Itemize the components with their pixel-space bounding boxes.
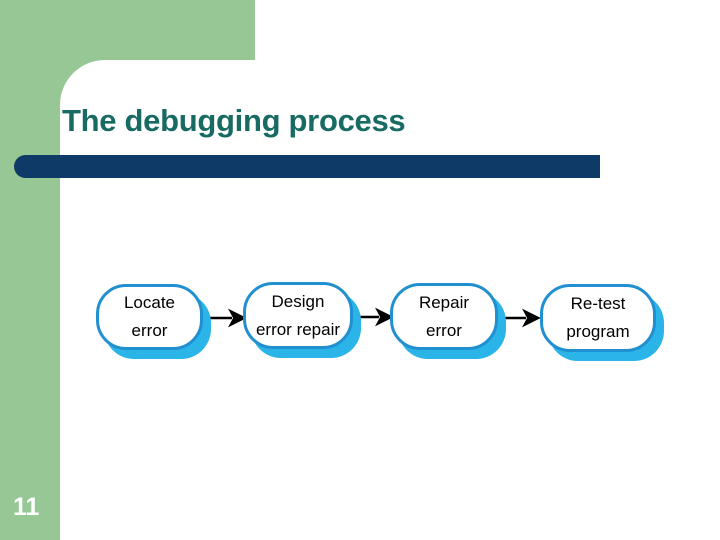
flow-box-line2: error repair [255, 319, 341, 339]
flow-box-line2: error [131, 321, 168, 340]
flow-box-line1: Re-test [570, 294, 626, 313]
slide-page-number: 11 [13, 493, 40, 521]
slide-title: The debugging process [62, 103, 406, 138]
flow-box-retest-program: Re-test program [540, 284, 656, 352]
flow-box-line1: Repair [418, 292, 470, 312]
flow-box-line2: error [426, 320, 462, 340]
flow-box-line1: Design [271, 291, 325, 311]
flow-box-locate-error: Locate error [96, 284, 203, 350]
flow-box-line2: program [566, 322, 630, 341]
title-underline-bar [14, 155, 600, 178]
flow-box-line1: Locate [123, 293, 176, 312]
top-right-white-panel [255, 0, 720, 61]
flow-box-repair-error: Repair error [390, 283, 498, 350]
flow-box-design-error-repair: Design error repair [243, 282, 353, 349]
